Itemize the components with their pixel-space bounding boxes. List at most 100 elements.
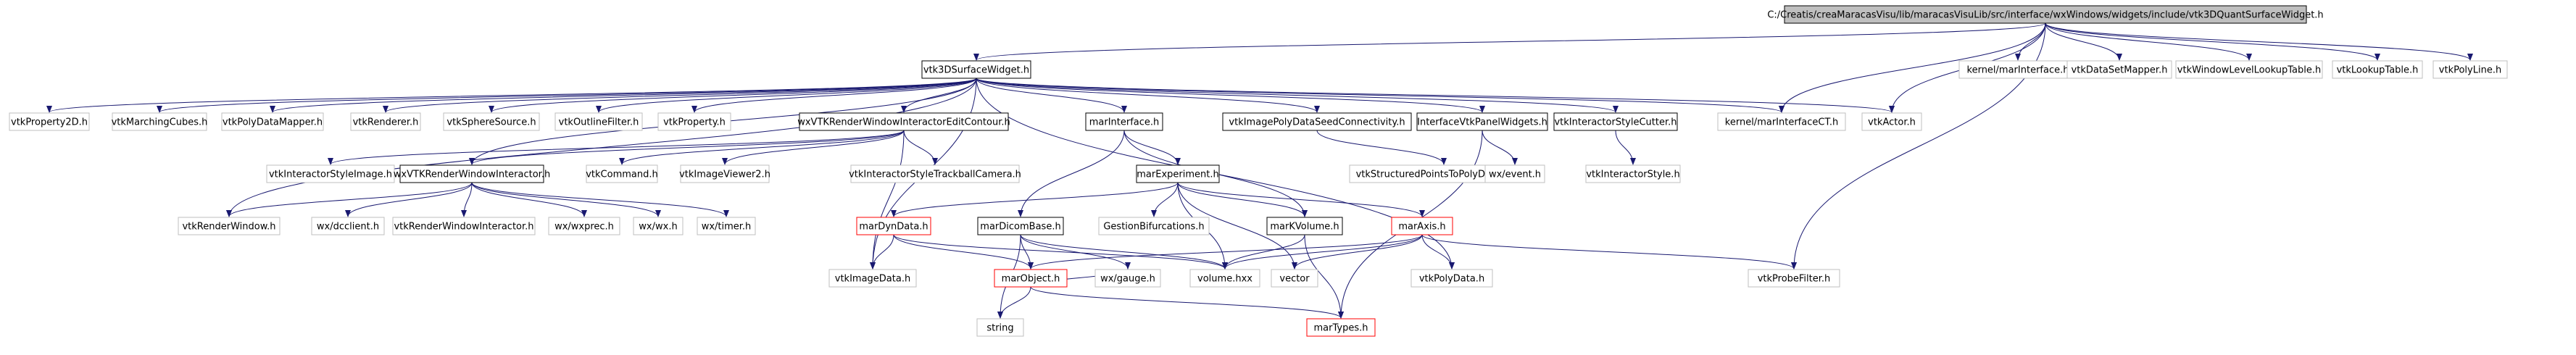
- node-vtkRenderWindowInteractor[interactable]: vtkRenderWindowInteractor.h: [392, 217, 536, 235]
- node-gestionBifurcations[interactable]: GestionBifurcations.h: [1098, 217, 1210, 235]
- node-label: GestionBifurcations.h: [1103, 222, 1204, 233]
- node-label: marTypes.h: [1314, 323, 1368, 334]
- node-wxVTKEditContour[interactable]: wxVTKRenderWindowInteractorEditContour.h: [797, 112, 1010, 131]
- node-box: [350, 112, 421, 131]
- node-vtkLookupTable[interactable]: vtkLookupTable.h: [2332, 60, 2423, 79]
- node-box: [586, 164, 658, 183]
- node-interfaceVtkPanel[interactable]: InterfaceVtkPanelWidgets.h: [1416, 112, 1548, 131]
- edge-wxVTKRWI-to-wxWx: [471, 182, 661, 217]
- node-label: vtkOutlineFilter.h: [559, 117, 639, 128]
- node-marInterface[interactable]: marInterface.h: [1085, 112, 1163, 131]
- node-vtkProbeFilter[interactable]: vtkProbeFilter.h: [1748, 269, 1840, 288]
- node-label: vtkProbeFilter.h: [1758, 274, 1831, 285]
- edge-marInterface-to-marExperiment: [1123, 130, 1181, 165]
- edge-wxVTKRWI-to-wxTimer: [471, 182, 729, 217]
- node-marExperiment[interactable]: marExperiment.h: [1136, 164, 1220, 183]
- edge-marDicomBase-to-wxGauge: [1020, 234, 1131, 270]
- node-vtkWindowLevelLookupTable[interactable]: vtkWindowLevelLookupTable.h: [2175, 60, 2323, 79]
- node-vtkPolyData[interactable]: vtkPolyData.h: [1410, 269, 1493, 288]
- edge-root-to-vtk3DSurfaceWidget: [973, 22, 2046, 61]
- node-vtkImageViewer2[interactable]: vtkImageViewer2.h: [679, 164, 770, 183]
- node-kernelMarInterface[interactable]: kernel/marInterface.h: [1958, 60, 2077, 79]
- node-label: wx/dcclient.h: [317, 222, 379, 233]
- dependency-edges: [46, 22, 2473, 319]
- edge-vtk3DSurfaceWidget-to-vtkOutlineFilter: [596, 78, 977, 113]
- node-vtkImageData[interactable]: vtkImageData.h: [828, 269, 917, 288]
- node-box: [392, 217, 536, 235]
- edge-wxVTKEditContour-to-vtkImageData: [870, 130, 905, 270]
- node-vtkInteractorStyleImage[interactable]: vtkInteractorStyleImage.h: [266, 164, 395, 183]
- edge-wxVTKRWI-to-vtkRenderWindow: [226, 182, 473, 217]
- node-label: kernel/marInterfaceCT.h: [1725, 117, 1838, 128]
- node-wxGauge[interactable]: wx/gauge.h: [1094, 269, 1161, 288]
- edge-wxVTKRWI-to-wxWxprec: [471, 182, 587, 217]
- node-vtkPolyLine[interactable]: vtkPolyLine.h: [2432, 60, 2508, 79]
- node-vtkCommand[interactable]: vtkCommand.h: [586, 164, 658, 183]
- node-vtkProperty2D[interactable]: vtkProperty2D.h: [9, 112, 90, 131]
- node-vtkDataSetMapper[interactable]: vtkDataSetMapper.h: [2066, 60, 2172, 79]
- node-box: [112, 112, 207, 131]
- node-label: wxVTKRenderWindowInteractorEditContour.h: [797, 117, 1010, 128]
- edge-vtk3DSurfaceWidget-to-vtkSphereSource: [489, 78, 977, 113]
- node-label: vtkProperty.h: [663, 117, 726, 128]
- node-box: [1222, 112, 1412, 131]
- node-wxEvent[interactable]: wx/event.h: [1484, 164, 1545, 183]
- node-vtkImagePolyDataSeed[interactable]: vtkImagePolyDataSeedConnectivity.h: [1222, 112, 1412, 131]
- node-string[interactable]: string: [976, 318, 1024, 337]
- node-vtkRenderer[interactable]: vtkRenderer.h: [350, 112, 421, 131]
- edge-wxVTKEditContour-to-wxVTKRWI: [469, 130, 905, 165]
- node-vtkOutlineFilter[interactable]: vtkOutlineFilter.h: [554, 112, 643, 131]
- node-marAxis[interactable]: marAxis.h: [1391, 217, 1453, 235]
- edge-marExperiment-to-marDynData: [891, 182, 1179, 217]
- node-box: [2432, 60, 2508, 79]
- node-vtkSphereSource[interactable]: vtkSphereSource.h: [443, 112, 540, 131]
- node-vtkRenderWindow[interactable]: vtkRenderWindow.h: [178, 217, 281, 235]
- node-vtkProperty[interactable]: vtkProperty.h: [657, 112, 731, 131]
- edge-root-to-vtkDataSetMapper: [2045, 22, 2122, 61]
- node-label: marInterface.h: [1089, 117, 1160, 128]
- node-wxWxprec[interactable]: wx/wxprec.h: [548, 217, 620, 235]
- node-wxTimer[interactable]: wx/timer.h: [697, 217, 756, 235]
- edge-marExperiment-to-marAxis: [1177, 182, 1425, 217]
- edge-wxVTKEditContour-to-vtkInteractorStyleImage: [328, 130, 905, 165]
- node-label: vtkRenderer.h: [353, 117, 419, 128]
- edge-vtk3DSurfaceWidget-to-interfaceVtkPanel: [976, 78, 1485, 113]
- node-box: [178, 217, 281, 235]
- node-label: kernel/marInterface.h: [1967, 65, 2069, 76]
- node-marDynData[interactable]: marDynData.h: [856, 217, 931, 235]
- node-box: [9, 112, 90, 131]
- node-box: [548, 217, 620, 235]
- node-root[interactable]: C:/Creatis/creaMaracasVisu/lib/maracasVi…: [1767, 5, 2324, 24]
- node-volumeHxx[interactable]: volume.hxx: [1189, 269, 1260, 288]
- node-vtk3DSurfaceWidget[interactable]: vtk3DSurfaceWidget.h: [921, 60, 1031, 79]
- edge-vtk3DSurfaceWidget-to-vtkProperty: [691, 78, 977, 113]
- node-vector[interactable]: vector: [1271, 269, 1318, 288]
- node-label: wx/wx.h: [639, 222, 677, 233]
- node-vtkActor[interactable]: vtkActor.h: [1861, 112, 1922, 131]
- node-label: marAxis.h: [1398, 222, 1445, 233]
- node-box: [1271, 269, 1318, 288]
- edge-marKVolume-to-marTypes: [1304, 234, 1344, 319]
- node-label: marExperiment.h: [1137, 170, 1218, 180]
- edge-vtk3DSurfaceWidget-to-vtkInteractorStyleCutter: [976, 78, 1619, 113]
- edge-marDynData-to-marObject: [893, 234, 1034, 270]
- node-box: [828, 269, 917, 288]
- edge-marKVolume-to-volumeHxx: [1222, 234, 1305, 270]
- node-marObject[interactable]: marObject.h: [994, 269, 1068, 288]
- edge-marDicomBase-to-volumeHxx: [1020, 234, 1228, 270]
- node-vtkInteractorStyleCutter[interactable]: vtkInteractorStyleCutter.h: [1553, 112, 1678, 131]
- node-label: vtk3DSurfaceWidget.h: [923, 65, 1029, 76]
- node-wxDcclient[interactable]: wx/dcclient.h: [311, 217, 385, 235]
- node-vtkMarchingCubes[interactable]: vtkMarchingCubes.h: [112, 112, 208, 131]
- node-box: [1189, 269, 1260, 288]
- node-kernelMarInterfaceCT[interactable]: kernel/marInterfaceCT.h: [1717, 112, 1846, 131]
- node-vtkPolyDataMapper[interactable]: vtkPolyDataMapper.h: [221, 112, 324, 131]
- node-wxVTKRWI[interactable]: wxVTKRenderWindowInteractor.h: [394, 164, 550, 183]
- node-marDicomBase[interactable]: marDicomBase.h: [977, 217, 1064, 235]
- node-vtkInteractorStyleTrackballCamera[interactable]: vtkInteractorStyleTrackballCamera.h: [849, 164, 1021, 183]
- node-marKVolume[interactable]: marKVolume.h: [1266, 217, 1343, 235]
- node-marTypes[interactable]: marTypes.h: [1306, 318, 1376, 337]
- edge-marDynData-to-volumeHxx: [893, 234, 1228, 270]
- node-vtkInteractorStyle[interactable]: vtkInteractorStyle.h: [1585, 164, 1681, 183]
- node-wxWx[interactable]: wx/wx.h: [633, 217, 684, 235]
